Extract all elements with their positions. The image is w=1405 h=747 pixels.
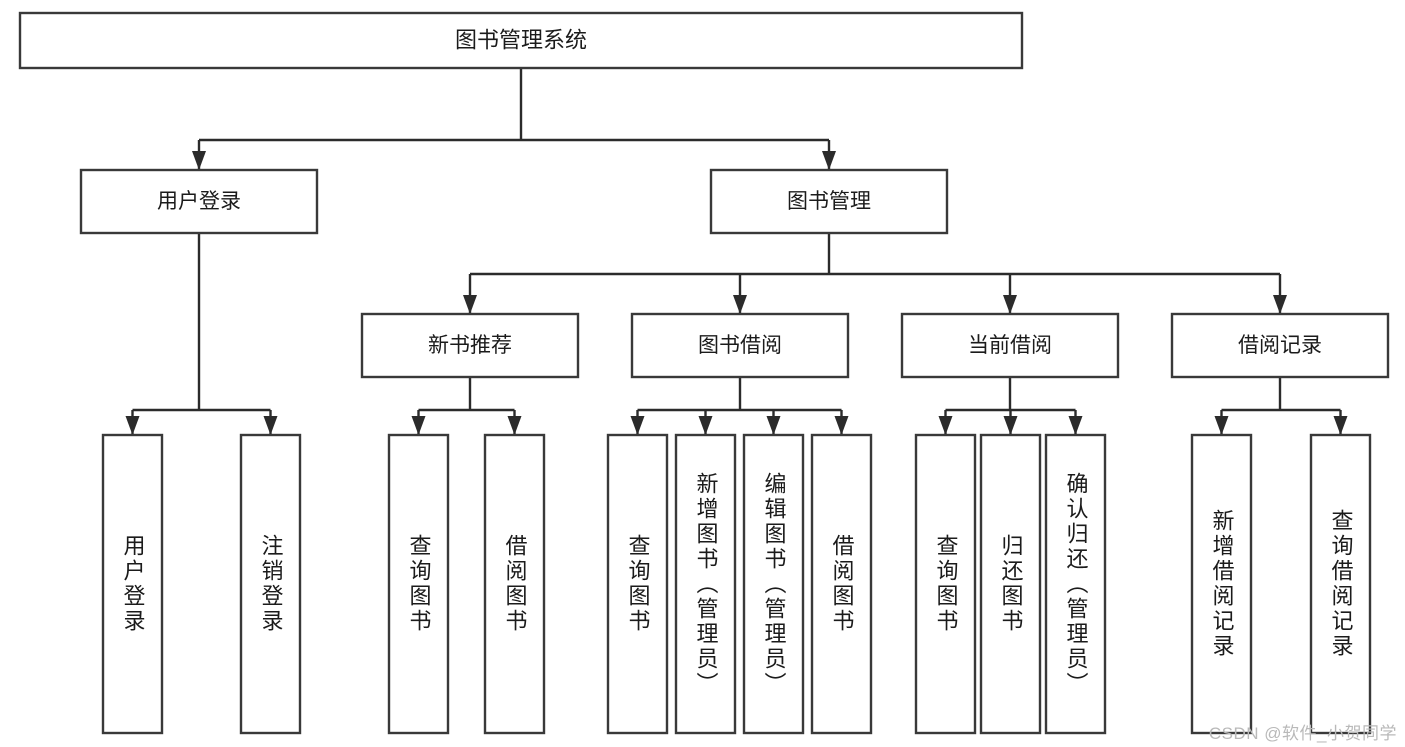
node-box-root[interactable] <box>18 11 1024 70</box>
arrow-head-leaf-new-query <box>411 416 426 435</box>
node-box-newbook[interactable] <box>360 312 580 379</box>
arrow-head-current <box>1003 295 1017 314</box>
arrow-head-newbook <box>463 295 477 314</box>
node-box-borrow[interactable] <box>630 312 850 379</box>
node-label-bookmgmt: 图书管理 <box>787 190 871 213</box>
arrow-head-leaf-user-login <box>125 416 140 435</box>
node-box-leaf-new-borrow[interactable] <box>483 433 546 735</box>
arrow-head-bookmgmt <box>822 151 836 170</box>
arrow-head-leaf-borrow-query <box>630 416 645 435</box>
watermark-text: CSDN @软件_小贺同学 <box>1208 724 1397 743</box>
node-box-login[interactable] <box>79 168 319 235</box>
node-box-records[interactable] <box>1170 312 1390 379</box>
arrow-head-leaf-current-return <box>1003 416 1018 435</box>
arrow-head-leaf-borrow-edit <box>766 416 781 435</box>
arrow-head-leaf-borrow-add <box>698 416 713 435</box>
arrow-head-leaf-records-add <box>1214 416 1229 435</box>
connector-layer <box>125 68 1348 435</box>
node-box-leaf-user-logout[interactable] <box>239 433 302 735</box>
node-label-current: 当前借阅 <box>968 334 1052 357</box>
arrow-head-leaf-current-confirm <box>1068 416 1083 435</box>
node-box-leaf-borrow-add[interactable] <box>674 433 737 735</box>
node-label-records: 借阅记录 <box>1238 334 1322 357</box>
node-box-leaf-user-login[interactable] <box>101 433 164 735</box>
arrow-head-login <box>192 151 206 170</box>
arrow-head-leaf-borrow-do <box>834 416 849 435</box>
node-box-leaf-borrow-edit[interactable] <box>742 433 805 735</box>
arrow-head-borrow <box>733 295 747 314</box>
arrow-head-leaf-new-borrow <box>507 416 522 435</box>
arrow-head-records <box>1273 295 1287 314</box>
node-box-leaf-records-add[interactable] <box>1190 433 1253 735</box>
node-box-leaf-current-confirm[interactable] <box>1044 433 1107 735</box>
arrow-head-leaf-current-query <box>938 416 953 435</box>
node-label-root: 图书管理系统 <box>455 27 587 52</box>
arrow-head-leaf-records-query <box>1333 416 1348 435</box>
node-box-leaf-borrow-query[interactable] <box>606 433 669 735</box>
node-box-leaf-borrow-do[interactable] <box>810 433 873 735</box>
node-box-current[interactable] <box>900 312 1120 379</box>
node-box-leaf-new-query[interactable] <box>387 433 450 735</box>
node-label-newbook: 新书推荐 <box>428 334 512 357</box>
node-box-leaf-current-return[interactable] <box>979 433 1042 735</box>
node-box-leaf-current-query[interactable] <box>914 433 977 735</box>
arrow-head-leaf-user-logout <box>263 416 278 435</box>
node-label-login: 用户登录 <box>157 190 241 213</box>
node-box-leaf-records-query[interactable] <box>1309 433 1372 735</box>
node-label-borrow: 图书借阅 <box>698 334 782 357</box>
node-box-bookmgmt[interactable] <box>709 168 949 235</box>
